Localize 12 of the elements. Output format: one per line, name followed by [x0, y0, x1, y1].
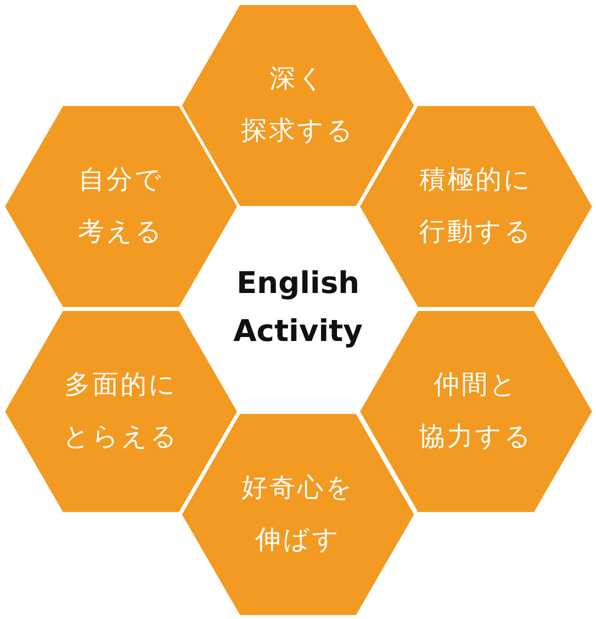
tile-label: 積極的に行動する	[419, 164, 533, 249]
hexagon-tile	[360, 106, 592, 306]
hexagon-tile	[5, 106, 237, 306]
tile-label: 多面的にとらえる	[63, 369, 179, 454]
center-title: English Activity	[218, 260, 378, 356]
hexagon-tile	[182, 414, 414, 614]
tile-label: 自分で考える	[78, 164, 164, 249]
tile-label: 深く探求する	[241, 63, 355, 148]
hexagon-tile	[360, 310, 592, 512]
tile-label: 仲間と協力する	[419, 369, 533, 454]
tile-label: 好奇心を伸ばす	[242, 472, 354, 557]
hexagon-tile	[182, 4, 414, 206]
